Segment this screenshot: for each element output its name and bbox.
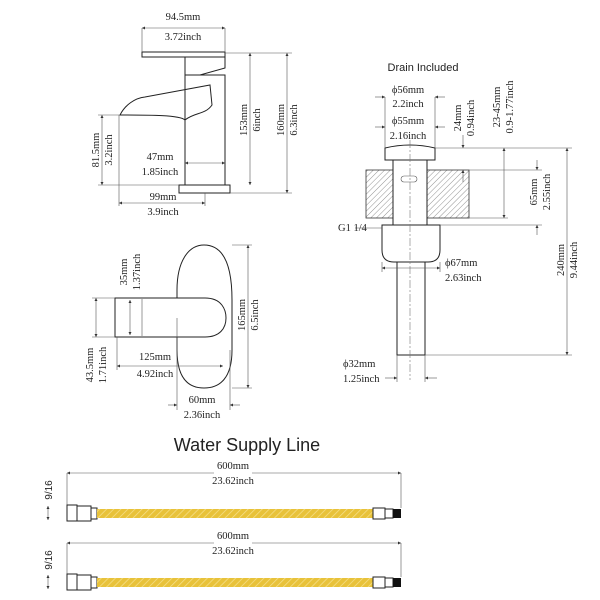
lever-outline xyxy=(114,297,227,338)
total-length-in: 9.44inch xyxy=(569,241,580,278)
drain-pipe xyxy=(396,261,426,356)
counter-left xyxy=(365,169,394,219)
drain-cap xyxy=(384,144,436,161)
nut-dia-in: 2.63inch xyxy=(445,273,482,284)
cap-height-mm: 24mm xyxy=(453,105,464,132)
lever-width-mm: 35mm xyxy=(119,259,130,286)
thread-size: G1 1/4 xyxy=(338,223,368,234)
length-in: 4.92inch xyxy=(137,369,174,380)
cap-dia-mm: ϕ56mm xyxy=(392,85,424,96)
supply-2-hose xyxy=(97,578,373,587)
body-height-in: 6inch xyxy=(252,108,263,132)
counter-range-in: 0.9-1.77inch xyxy=(505,80,516,134)
faucet-body xyxy=(119,74,226,186)
supply-1-thread: 9/16 xyxy=(44,480,55,500)
supply-2-length-mm: 600mm xyxy=(217,531,249,542)
supply-2-thread: 9/16 xyxy=(44,550,55,570)
total-height-mm: 160mm xyxy=(276,104,287,136)
reach-in: 3.9inch xyxy=(147,207,179,218)
faucet-side-view: 94.5mm 3.72inch 153mm 6inch 160mm 6.3inc… xyxy=(91,12,300,218)
spout-height-in: 3.2inch xyxy=(104,134,115,166)
base-length-mm: 165mm xyxy=(237,299,248,331)
base-length-in: 6.5inch xyxy=(250,299,261,331)
pipe-dia-in: 1.25inch xyxy=(343,374,380,385)
supply-1-length-mm: 600mm xyxy=(217,461,249,472)
water-supply-section: Water Supply Line 600mm 23.62inch 9/16 6… xyxy=(44,435,402,591)
counter-range-mm: 23-45mm xyxy=(492,87,503,128)
faucet-base xyxy=(178,184,231,194)
spout-width-mm: 43.5mm xyxy=(85,348,96,383)
supply-line-2: 600mm 23.62inch 9/16 xyxy=(44,531,402,591)
flange-dia-mm: ϕ55mm xyxy=(392,116,424,127)
cap-dia-in: 2.2inch xyxy=(392,99,424,110)
base-width-mm: 60mm xyxy=(189,395,216,406)
body-depth-in: 1.85inch xyxy=(142,167,179,178)
counter-right xyxy=(426,169,470,219)
supply-1-length-in: 23.62inch xyxy=(212,476,254,487)
supply-line-1: 600mm 23.62inch 9/16 xyxy=(44,461,402,522)
body-length-mm: 65mm xyxy=(529,179,540,206)
drain-title: Drain Included xyxy=(388,62,459,74)
pipe-dia-mm: ϕ32mm xyxy=(343,359,375,370)
total-length-mm: 240mm xyxy=(556,244,567,276)
base-width-in: 2.36inch xyxy=(184,410,221,421)
body-length-in: 2.55inch xyxy=(542,173,553,210)
spout-width-in: 1.71inch xyxy=(98,346,109,383)
body-height-mm: 153mm xyxy=(239,104,250,136)
drain-nut xyxy=(381,224,441,263)
faucet-top-view: 35mm 1.37inch 43.5mm 1.71inch 125mm 4.92… xyxy=(85,244,261,421)
reach-mm: 99mm xyxy=(150,192,177,203)
cap-height-in: 0.94inch xyxy=(466,99,477,136)
supply-title: Water Supply Line xyxy=(174,435,320,455)
spout-height-mm: 81.5mm xyxy=(91,133,102,168)
nut-dia-mm: ϕ67mm xyxy=(445,258,477,269)
drain-view: Drain Included ϕ56mm 2.2inch ϕ55mm 2.16i… xyxy=(338,62,580,385)
length-mm: 125mm xyxy=(139,352,171,363)
supply-1-hose xyxy=(97,509,373,518)
supply-2-length-in: 23.62inch xyxy=(212,546,254,557)
flange-dia-in: 2.16inch xyxy=(390,131,427,142)
handle-plate xyxy=(141,51,226,58)
handle-width-in: 3.72inch xyxy=(165,32,202,43)
handle-width-mm: 94.5mm xyxy=(166,12,201,23)
total-height-in: 6.3inch xyxy=(289,104,300,136)
handle-stem xyxy=(184,56,226,76)
lever-width-in: 1.37inch xyxy=(132,253,143,290)
body-depth-mm: 47mm xyxy=(147,152,174,163)
